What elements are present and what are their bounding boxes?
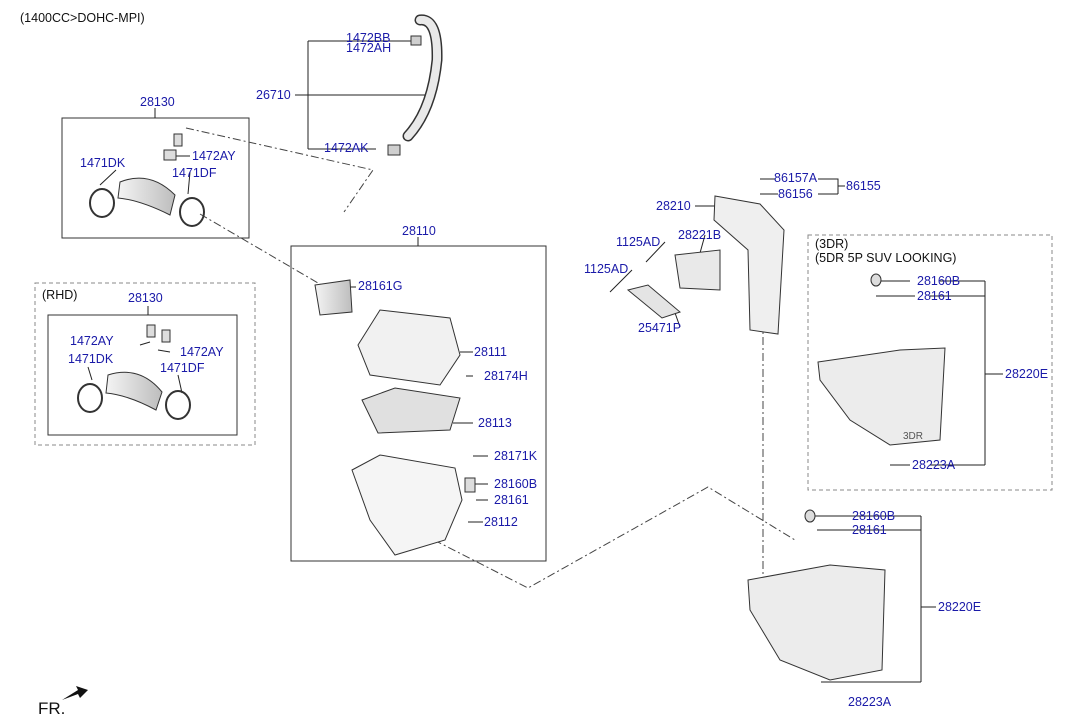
rhd-label: (RHD) <box>42 288 78 302</box>
front-marker: FR. <box>38 699 66 718</box>
part-label-28174H[interactable]: 28174H <box>484 369 528 383</box>
box-3dr <box>807 234 1053 491</box>
box-rhd-inner <box>47 314 238 436</box>
part-label-28171K[interactable]: 28171K <box>494 449 538 463</box>
part-label-28161G[interactable]: 28161G <box>358 279 403 293</box>
part-label-28160B[interactable]: 28160B <box>494 477 538 491</box>
part-label-28223A-3dr[interactable]: 28223A <box>912 458 956 472</box>
engine-spec-label: (1400CC>DOHC-MPI) <box>20 11 145 25</box>
3dr-badge: 3DR <box>903 431 924 442</box>
part-label-1472AH[interactable]: 1472AH <box>346 41 392 55</box>
part-label-28210[interactable]: 28210 <box>656 199 691 213</box>
part-label-28130[interactable]: 28130 <box>140 95 175 109</box>
part-label-28160B-low[interactable]: 28160B <box>852 509 896 523</box>
part-label-1472AY-rhd-1[interactable]: 1472AY <box>70 334 114 348</box>
part-label-28112[interactable]: 28112 <box>484 515 518 529</box>
leader-lines <box>87 40 1003 683</box>
part-label-1472BB[interactable]: 1472BB <box>346 31 391 45</box>
resonator-28220E-low <box>747 509 886 681</box>
duct-28210 <box>626 195 785 335</box>
part-label-28111[interactable]: 28111 <box>474 345 507 359</box>
part-label-1472AY-rhd-2[interactable]: 1472AY <box>180 345 224 359</box>
part-label-1472AK[interactable]: 1472AK <box>324 141 369 155</box>
intake-hose-28130 <box>89 133 205 227</box>
part-label-28223A-low[interactable]: 28223A <box>848 695 892 709</box>
hose-26710 <box>387 14 443 156</box>
air-cleaner-28110 <box>314 279 476 556</box>
part-label-1472AY[interactable]: 1472AY <box>192 149 236 163</box>
resonator-28220E-3dr <box>817 273 946 446</box>
part-label-28221B[interactable]: 28221B <box>678 228 722 242</box>
part-label-26710[interactable]: 26710 <box>256 88 291 102</box>
part-label-28220E-low[interactable]: 28220E <box>938 600 982 614</box>
intake-hose-28130-rhd <box>77 324 191 420</box>
front-arrow-icon <box>62 686 88 700</box>
part-label-1471DK[interactable]: 1471DK <box>80 156 126 170</box>
part-label-86157A[interactable]: 86157A <box>774 171 818 185</box>
part-label-28161-low[interactable]: 28161 <box>852 523 887 537</box>
3dr-label: (3DR) <box>815 237 849 251</box>
part-label-28161-3dr[interactable]: 28161 <box>917 289 952 303</box>
part-label-25471P[interactable]: 25471P <box>638 321 682 335</box>
part-label-28110[interactable]: 28110 <box>402 224 436 238</box>
dashed-connectors <box>185 127 796 600</box>
part-label-28160B-3dr[interactable]: 28160B <box>917 274 961 288</box>
part-label-1471DF[interactable]: 1471DF <box>172 166 217 180</box>
box-rhd-outer <box>34 282 256 446</box>
part-label-1471DK-rhd[interactable]: 1471DK <box>68 352 114 366</box>
suv-looking-label: (5DR 5P SUV LOOKING) <box>815 251 957 265</box>
part-label-28113[interactable]: 28113 <box>478 416 512 430</box>
part-label-1125AD-b[interactable]: 1125AD <box>584 262 629 276</box>
part-label-86156[interactable]: 86156 <box>778 187 813 201</box>
part-label-1125AD-a[interactable]: 1125AD <box>616 235 661 249</box>
part-label-1471DF-rhd[interactable]: 1471DF <box>160 361 205 375</box>
part-label-86155[interactable]: 86155 <box>846 179 881 193</box>
part-label-28130-rhd[interactable]: 28130 <box>128 291 163 305</box>
part-label-28220E-3dr[interactable]: 28220E <box>1005 367 1049 381</box>
part-label-28161[interactable]: 28161 <box>494 493 529 507</box>
